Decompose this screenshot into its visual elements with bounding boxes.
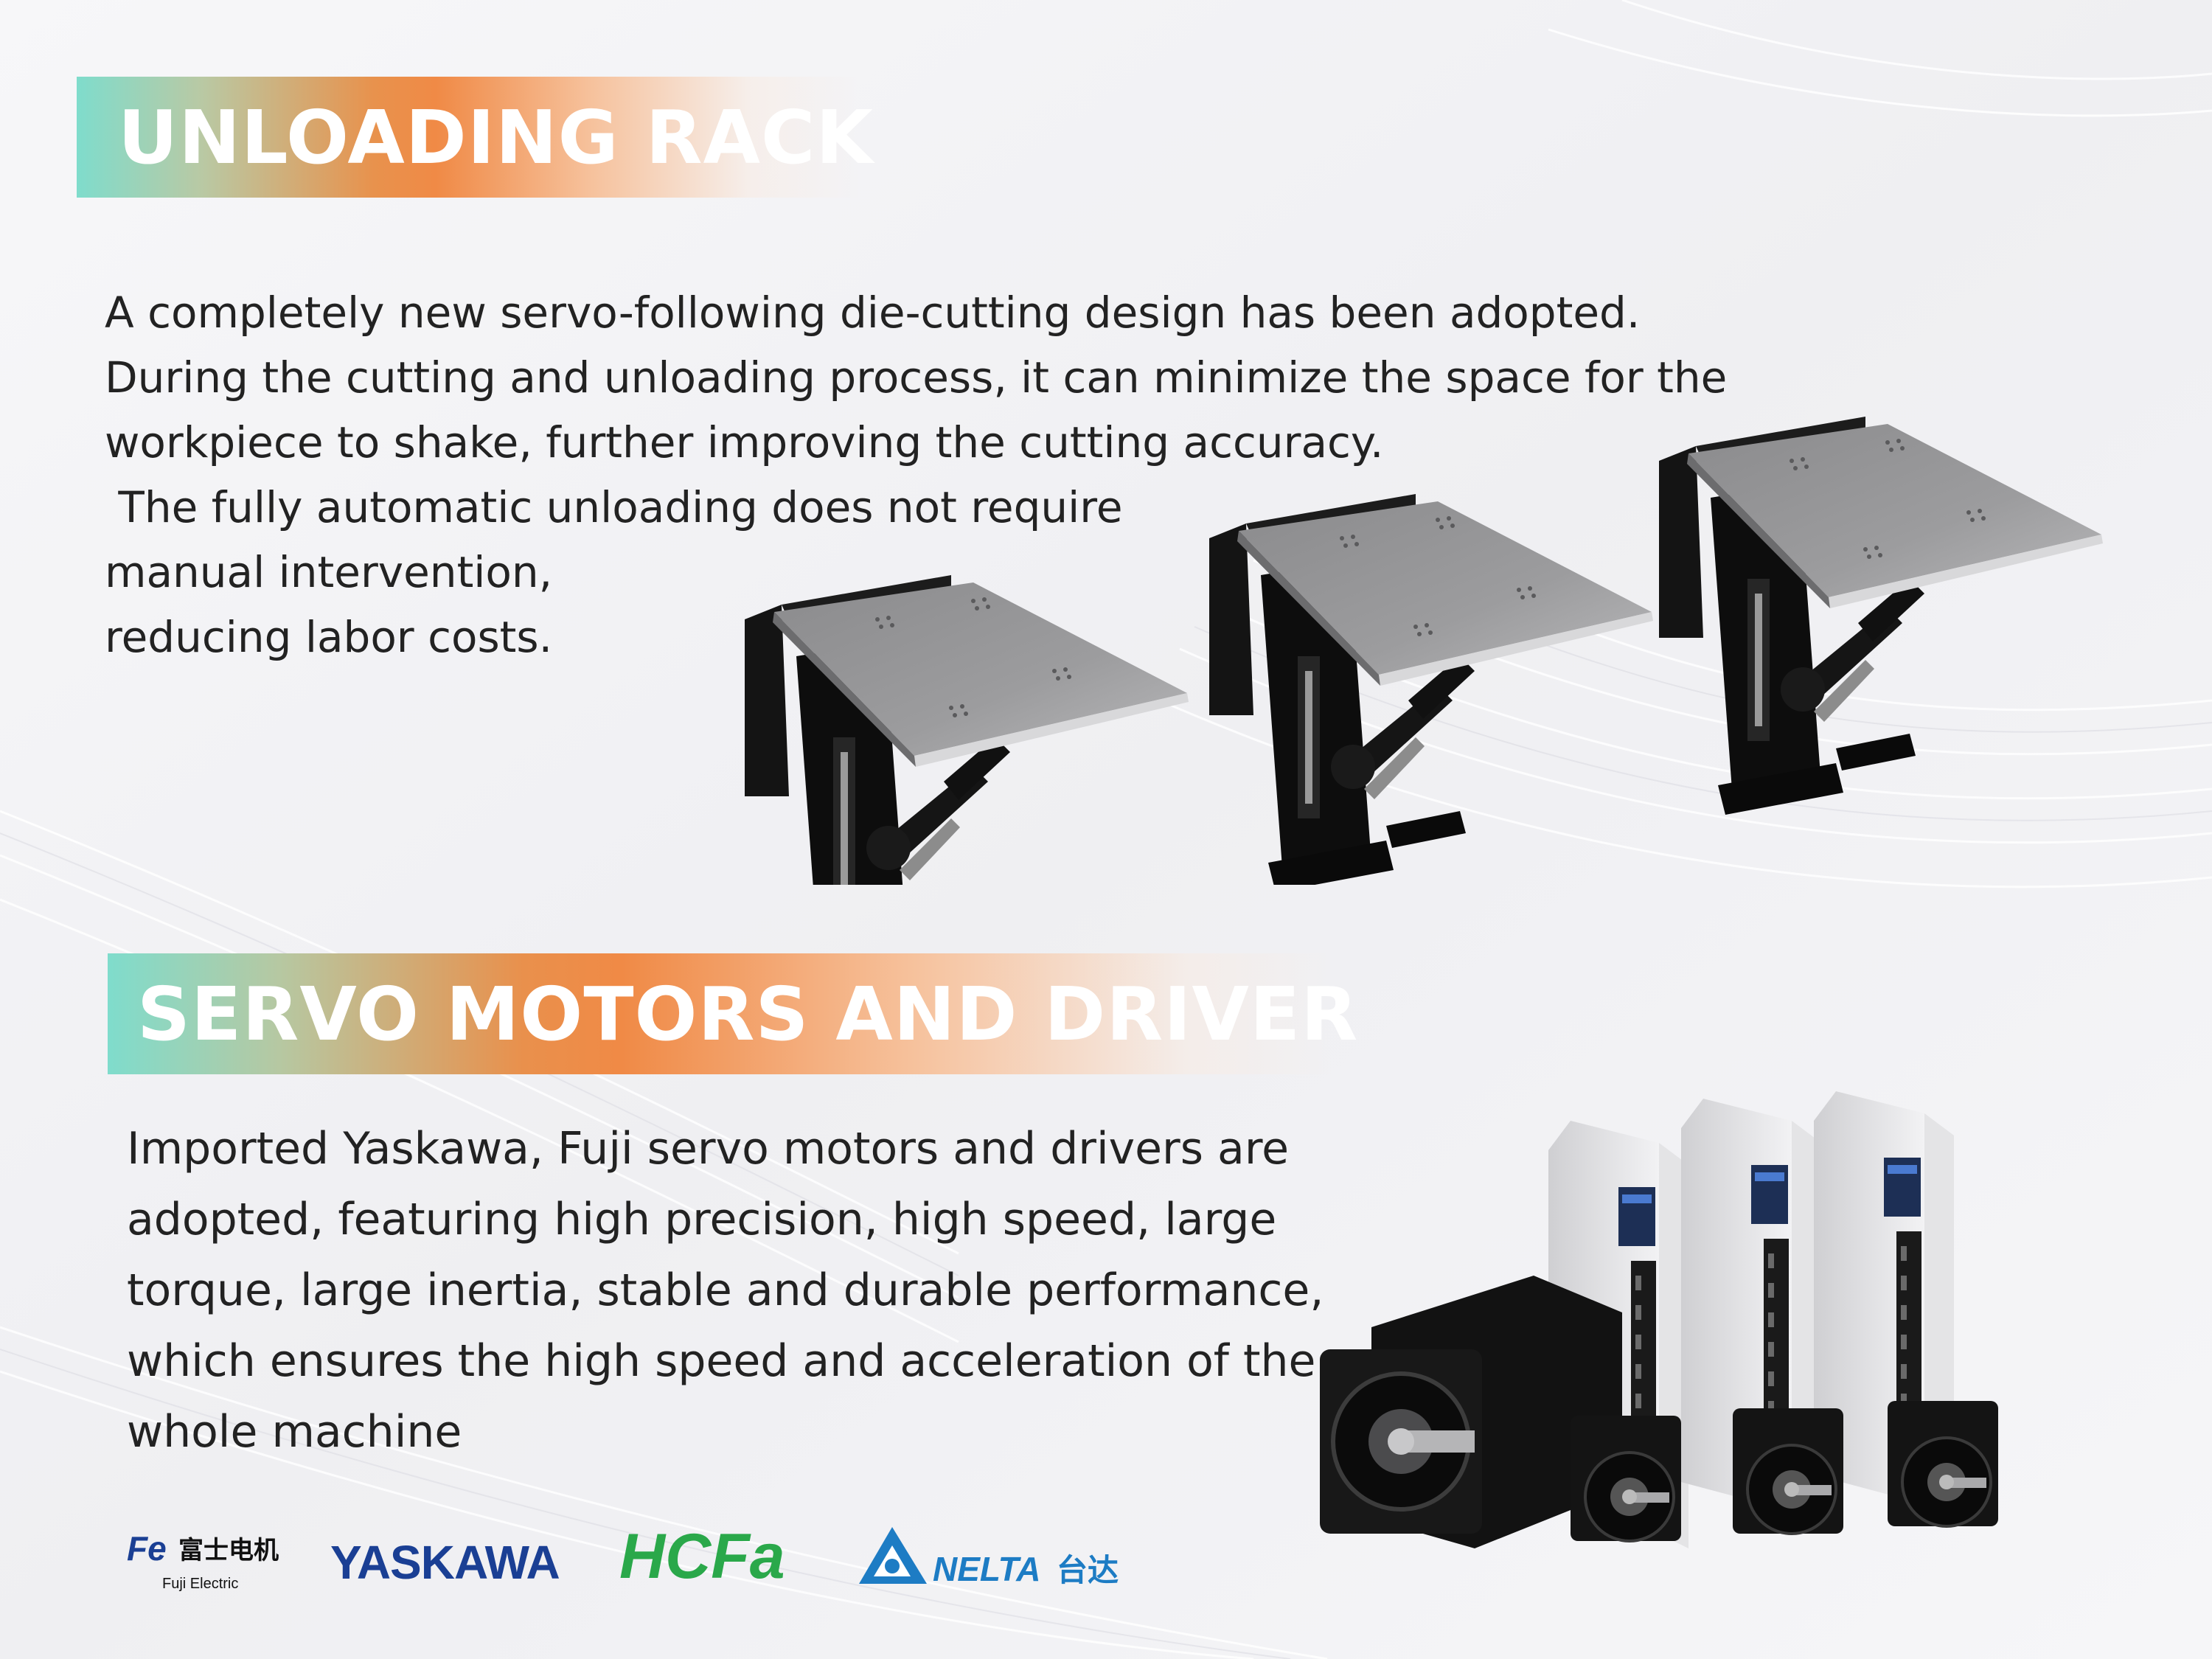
unloading-rack-images — [745, 417, 2103, 885]
description-line: manual intervention, — [105, 547, 553, 597]
description-line: adopted, featuring high precision, high … — [127, 1194, 1277, 1245]
yaskawa-logo: YASKAWA — [330, 1536, 560, 1589]
description-line: whole machine — [127, 1406, 462, 1458]
rack-image-2 — [1209, 494, 1653, 885]
hcfa-logo: HCFa — [619, 1521, 785, 1592]
description-line: workpiece to shake, further improving th… — [105, 417, 1384, 467]
delta-cn-name: 台达 — [1057, 1552, 1119, 1588]
section-heading: UNLOADING RACK — [118, 94, 874, 181]
fuji-mark: Fe — [127, 1529, 167, 1568]
section-banner-servo-motors: SERVO MOTORS AND DRIVER — [108, 953, 1357, 1074]
fuji-en-name: Fuji Electric — [162, 1576, 238, 1592]
delta-name: NELTA — [933, 1550, 1041, 1588]
fuji-cn-name: 富士电机 — [178, 1536, 279, 1565]
rack-image-1 — [745, 575, 1189, 885]
description-line: torque, large inertia, stable and durabl… — [127, 1265, 1324, 1316]
description-line: The fully automatic unloading does not r… — [105, 482, 1123, 532]
description-line: reducing labor costs. — [105, 612, 553, 662]
description-line: Imported Yaskawa, Fuji servo motors and … — [127, 1123, 1290, 1175]
description-line: During the cutting and unloading process… — [105, 352, 1728, 403]
unloading-rack-description: A completely new servo-following die-cut… — [105, 280, 1727, 669]
delta-logo: NELTA 台达 — [859, 1527, 1119, 1588]
rack-image-3 — [1659, 417, 2103, 815]
fuji-electric-logo: Fe 富士电机 Fuji Electric — [127, 1529, 279, 1592]
description-line: which ensures the high speed and acceler… — [127, 1335, 1316, 1387]
section-heading: SERVO MOTORS AND DRIVER — [137, 970, 1359, 1057]
servo-motors-description: Imported Yaskawa, Fuji servo motors and … — [127, 1113, 1324, 1467]
servo-motors-image — [1320, 1091, 2000, 1548]
section-banner-unloading-rack: UNLOADING RACK — [77, 77, 873, 198]
description-line: A completely new servo-following die-cut… — [105, 288, 1641, 338]
